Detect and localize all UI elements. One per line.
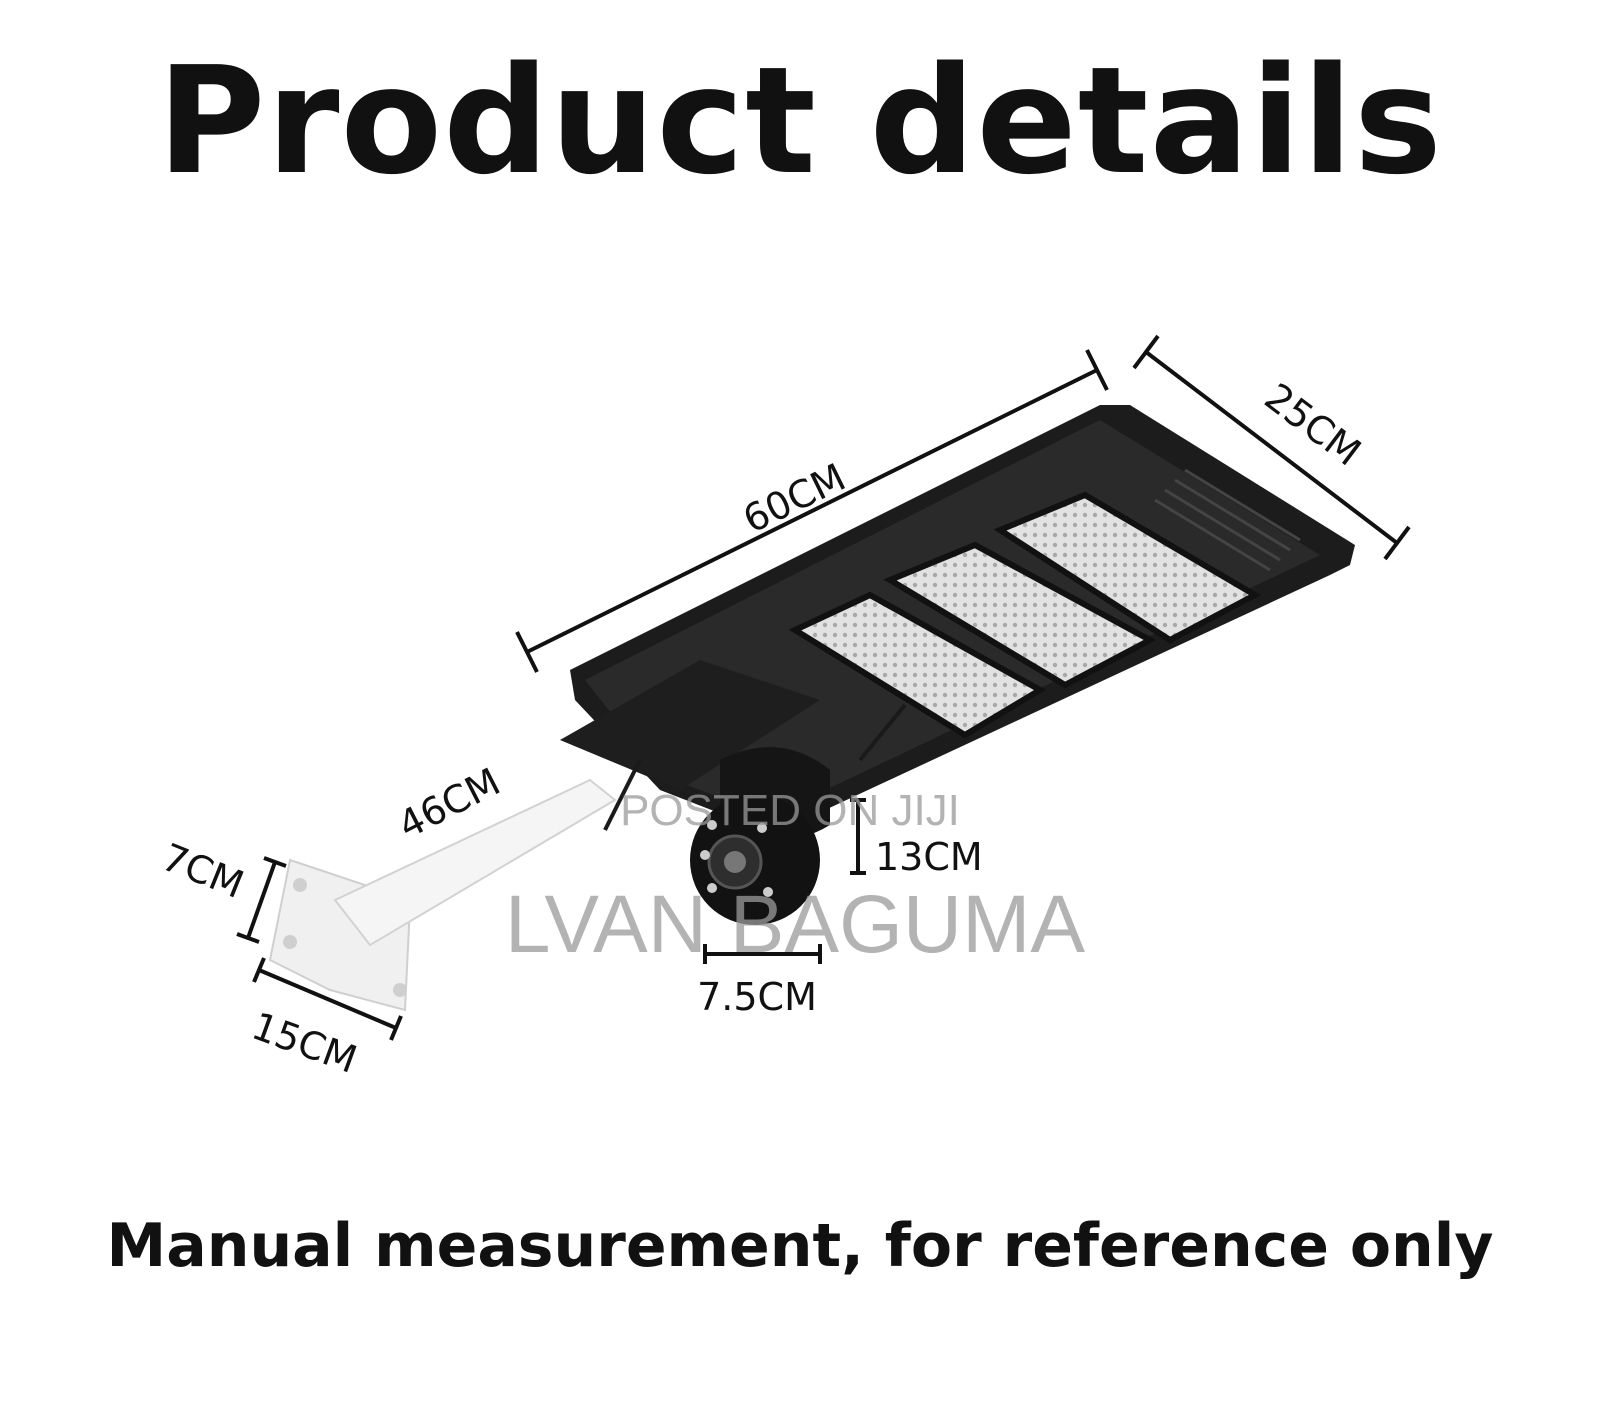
dimension-lines xyxy=(236,334,1411,1041)
dimension-bracket-width-label: 15CM xyxy=(246,1004,362,1082)
wall-bracket xyxy=(268,778,617,1012)
dimension-camera-width-label: 7.5CM xyxy=(697,975,817,1019)
watermark-line-2: LVAN BAGUMA xyxy=(505,879,1086,970)
watermark-line-1: POSTED ON JIJI xyxy=(620,786,960,835)
page-title: Product details xyxy=(157,35,1443,207)
dimension-bracket-height-label: 7CM xyxy=(156,835,250,907)
led-panel-2 xyxy=(883,541,1157,689)
dimension-width-label: 25CM xyxy=(1257,375,1369,475)
security-camera xyxy=(560,660,907,925)
dimension-length-label: 60CM xyxy=(736,455,852,542)
led-panel-1 xyxy=(788,591,1046,739)
footer-note: Manual measurement, for reference only xyxy=(106,1211,1494,1281)
led-panel-3 xyxy=(993,491,1262,644)
dimension-camera-height-label: 13CM xyxy=(875,835,983,879)
